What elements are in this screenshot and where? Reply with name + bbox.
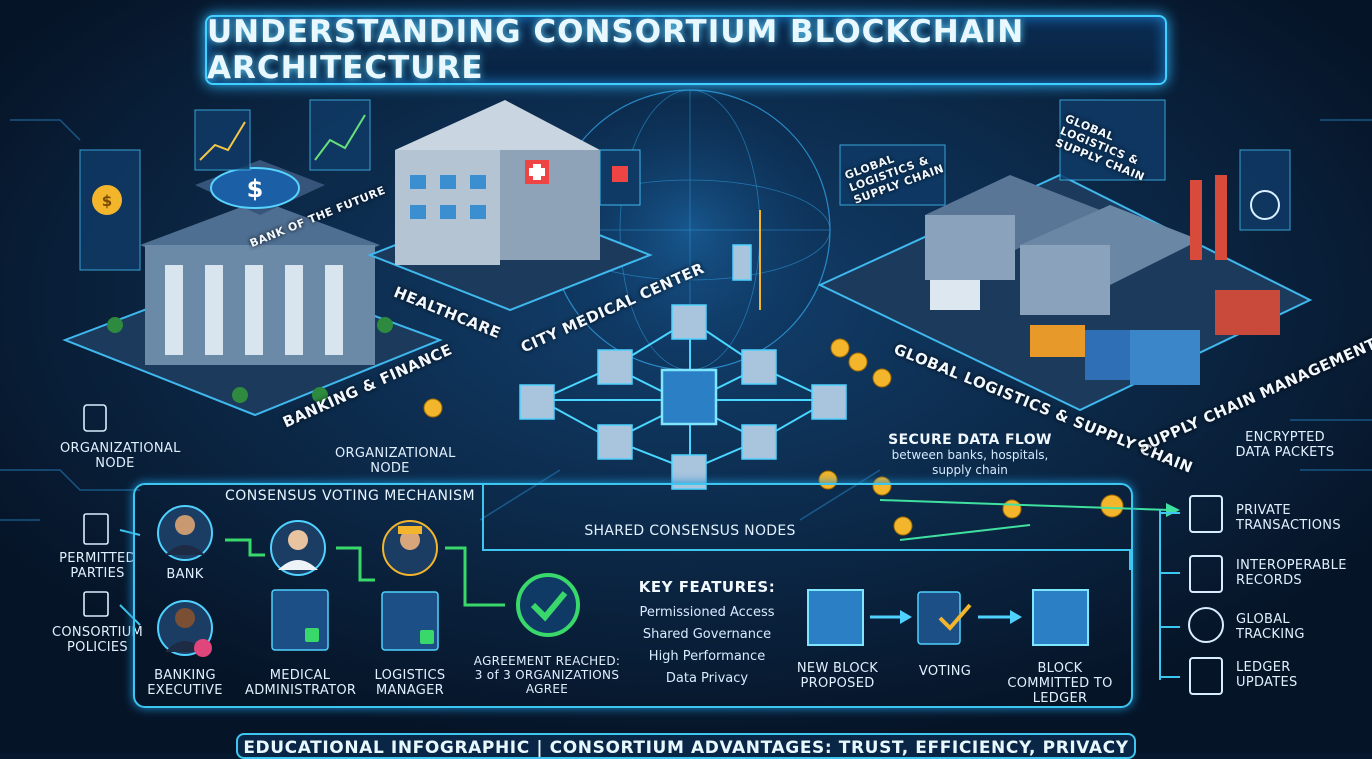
title-banner: UNDERSTANDING CONSORTIUM BLOCKCHAIN ARCH… (205, 14, 1167, 86)
secure-flow-subtitle: between banks, hospitals, supply chain (891, 448, 1049, 477)
feature-item: Data Privacy (665, 671, 749, 686)
left-icons (83, 404, 109, 617)
svg-text:$: $ (247, 175, 264, 203)
consortium-policies-label: CONSORTIUM POLICIES (51, 625, 144, 655)
encrypted-packets-label: ENCRYPTED DATA PACKETS (1235, 430, 1335, 460)
permitted-parties-label: PERMITTED PARTIES (59, 551, 136, 581)
right-private-transactions: PRIVATE TRANSACTIONS (1236, 503, 1341, 533)
feature-item: Permissioned Access (639, 605, 775, 620)
right-ledger-updates: LEDGER UPDATES (1236, 660, 1298, 690)
org-node-left-label: ORGANIZATIONAL NODE (60, 441, 181, 471)
party-medical-administrator: MEDICAL ADMINISTRATOR (245, 668, 357, 698)
process-graphics (807, 589, 1089, 646)
agreement-label: AGREEMENT REACHED: 3 of 3 ORGANIZATIONS … (473, 654, 621, 696)
process-voting: VOTING (918, 664, 972, 679)
org-node-center-label: ORGANIZATIONAL NODE (335, 446, 456, 476)
party-logistics-manager: LOGISTICS MANAGER (374, 668, 446, 698)
shared-nodes-label: SHARED CONSENSUS NODES (584, 523, 796, 539)
party-bank: BANK (166, 567, 204, 582)
bank-building: $ $ (62, 99, 443, 417)
secure-data-flow: SECURE DATA FLOW between banks, hospital… (880, 432, 1060, 478)
central-block (660, 368, 718, 426)
key-features: KEY FEATURES: Permissioned Access Shared… (632, 578, 782, 690)
agreement-check-icon (516, 573, 580, 637)
feature-item: Shared Governance (642, 627, 772, 642)
key-features-title: KEY FEATURES: (638, 578, 776, 596)
voter-avatars (157, 505, 438, 657)
right-icons (1188, 495, 1224, 695)
footer-banner: EDUCATIONAL INFOGRAPHIC | CONSORTIUM ADV… (236, 733, 1136, 759)
page-title: UNDERSTANDING CONSORTIUM BLOCKCHAIN ARCH… (207, 14, 1025, 86)
logistics-hub (817, 99, 1313, 412)
right-interoperable-records: INTEROPERABLE RECORDS (1236, 558, 1347, 588)
hospital-building (367, 100, 653, 312)
consensus-panel (133, 483, 1133, 708)
secure-flow-title: SECURE DATA FLOW (888, 432, 1052, 448)
svg-text:$: $ (102, 192, 112, 210)
party-banking-executive: BANKING EXECUTIVE (147, 668, 223, 698)
process-new-block: NEW BLOCK PROPOSED (796, 661, 879, 691)
consensus-title: CONSENSUS VOTING MECHANISM (225, 488, 476, 504)
process-block-committed: BLOCK COMMITTED TO LEDGER (1007, 661, 1113, 706)
feature-item: High Performance (648, 649, 766, 664)
right-global-tracking: GLOBAL TRACKING (1236, 612, 1305, 642)
